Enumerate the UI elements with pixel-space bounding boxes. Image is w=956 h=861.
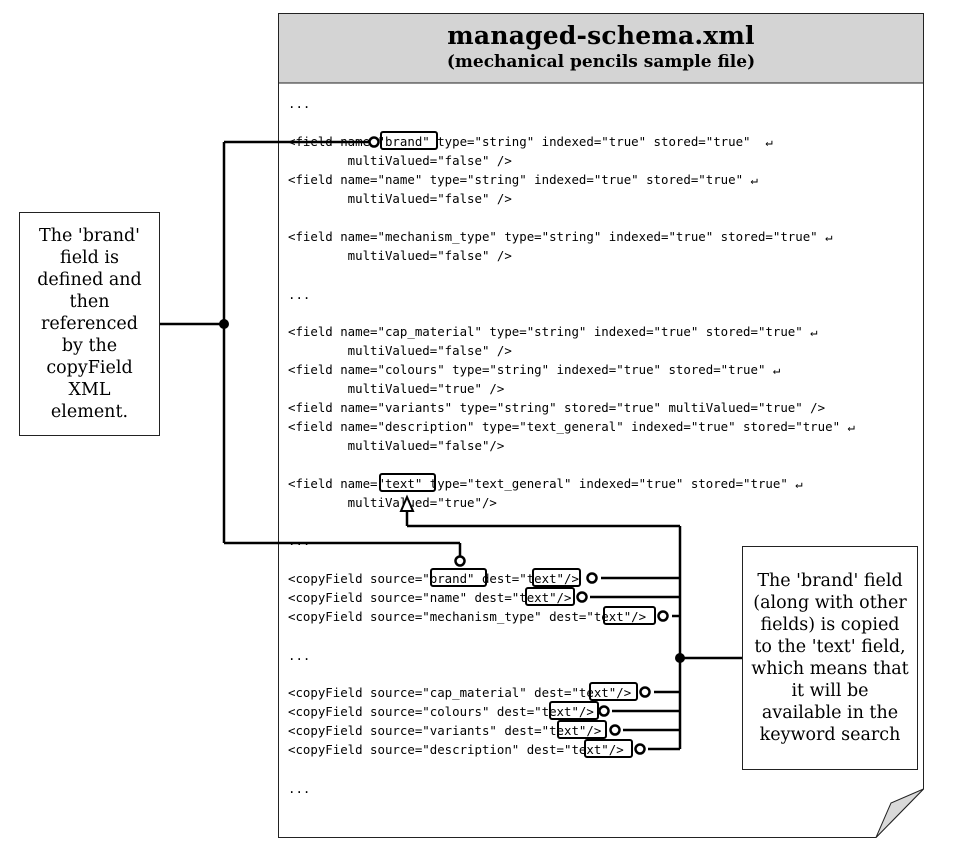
code-line: <field name="description" type="text_gen… [288, 419, 855, 434]
arrowhead-icon [399, 494, 415, 512]
open-circle-icon [586, 572, 598, 584]
text-dest-highlight [549, 701, 599, 720]
code-line: <copyField source="name" dest="text"/> [288, 590, 572, 605]
open-circle-icon [639, 686, 651, 698]
open-circle-icon [454, 555, 466, 567]
code-line: ... [288, 96, 311, 111]
code-line: multiValued="false" /> [288, 248, 512, 263]
open-circle-icon [634, 743, 646, 755]
text-dest-highlight [589, 682, 638, 701]
left-annotation: The 'brand' field is defined and then re… [19, 212, 160, 436]
code-line: <field name="text" type="text_general" i… [288, 476, 803, 491]
right-annotation-text: The 'brand' field (along with other fiel… [751, 571, 909, 745]
open-circle-icon [576, 591, 588, 603]
junction-dot [675, 653, 685, 663]
code-line: ... [288, 648, 311, 663]
text-field-highlight [379, 473, 436, 492]
document-header: managed-schema.xml (mechanical pencils s… [278, 13, 924, 83]
code-line: multiValued="true" /> [288, 381, 505, 396]
code-line: multiValued="false" /> [288, 191, 512, 206]
code-line: <field name="mechanism_type" type="strin… [288, 229, 833, 244]
open-circle-icon [598, 705, 610, 717]
code-line: <field name="brand" type="string" indexe… [288, 134, 773, 149]
code-line: <field name="variants" type="string" sto… [288, 400, 826, 415]
code-line: <copyField source="description" dest="te… [288, 742, 624, 757]
page-curl-icon [875, 788, 924, 838]
code-line: <field name="cap_material" type="string"… [288, 324, 818, 339]
code-line: ... [288, 781, 311, 796]
left-annotation-text: The 'brand' field is defined and then re… [37, 226, 142, 422]
header-band [278, 13, 924, 84]
code-line: multiValued="false" /> [288, 343, 512, 358]
open-circle-icon [368, 136, 380, 148]
text-dest-highlight [557, 720, 607, 739]
code-line: ... [288, 287, 311, 302]
code-line: <field name="colours" type="string" inde… [288, 362, 781, 377]
schema-document: managed-schema.xml (mechanical pencils s… [278, 13, 924, 838]
code-line: multiValued="false" /> [288, 153, 512, 168]
brand-field-highlight [380, 131, 438, 150]
document-title: managed-schema.xml [447, 21, 755, 50]
code-line: <copyField source="brand" dest="text"/> [288, 571, 579, 586]
text-dest-highlight [603, 606, 656, 625]
brand-source-highlight [430, 568, 487, 587]
text-dest-highlight [525, 587, 575, 606]
right-annotation: The 'brand' field (along with other fiel… [742, 546, 918, 770]
code-line: multiValued="true"/> [288, 495, 497, 510]
code-line: <copyField source="variants" dest="text"… [288, 723, 602, 738]
open-circle-icon [657, 610, 669, 622]
text-dest-highlight [584, 739, 633, 758]
text-dest-highlight [532, 568, 581, 587]
code-line: <copyField source="mechanism_type" dest=… [288, 609, 647, 624]
junction-dot [219, 319, 229, 329]
code-line: multiValued="false"/> [288, 438, 505, 453]
document-subtitle: (mechanical pencils sample file) [446, 52, 756, 72]
code-line: <copyField source="colours" dest="text"/… [288, 704, 594, 719]
open-circle-icon [609, 724, 621, 736]
code-line: <field name="name" type="string" indexed… [288, 172, 758, 187]
code-line: <copyField source="cap_material" dest="t… [288, 685, 632, 700]
